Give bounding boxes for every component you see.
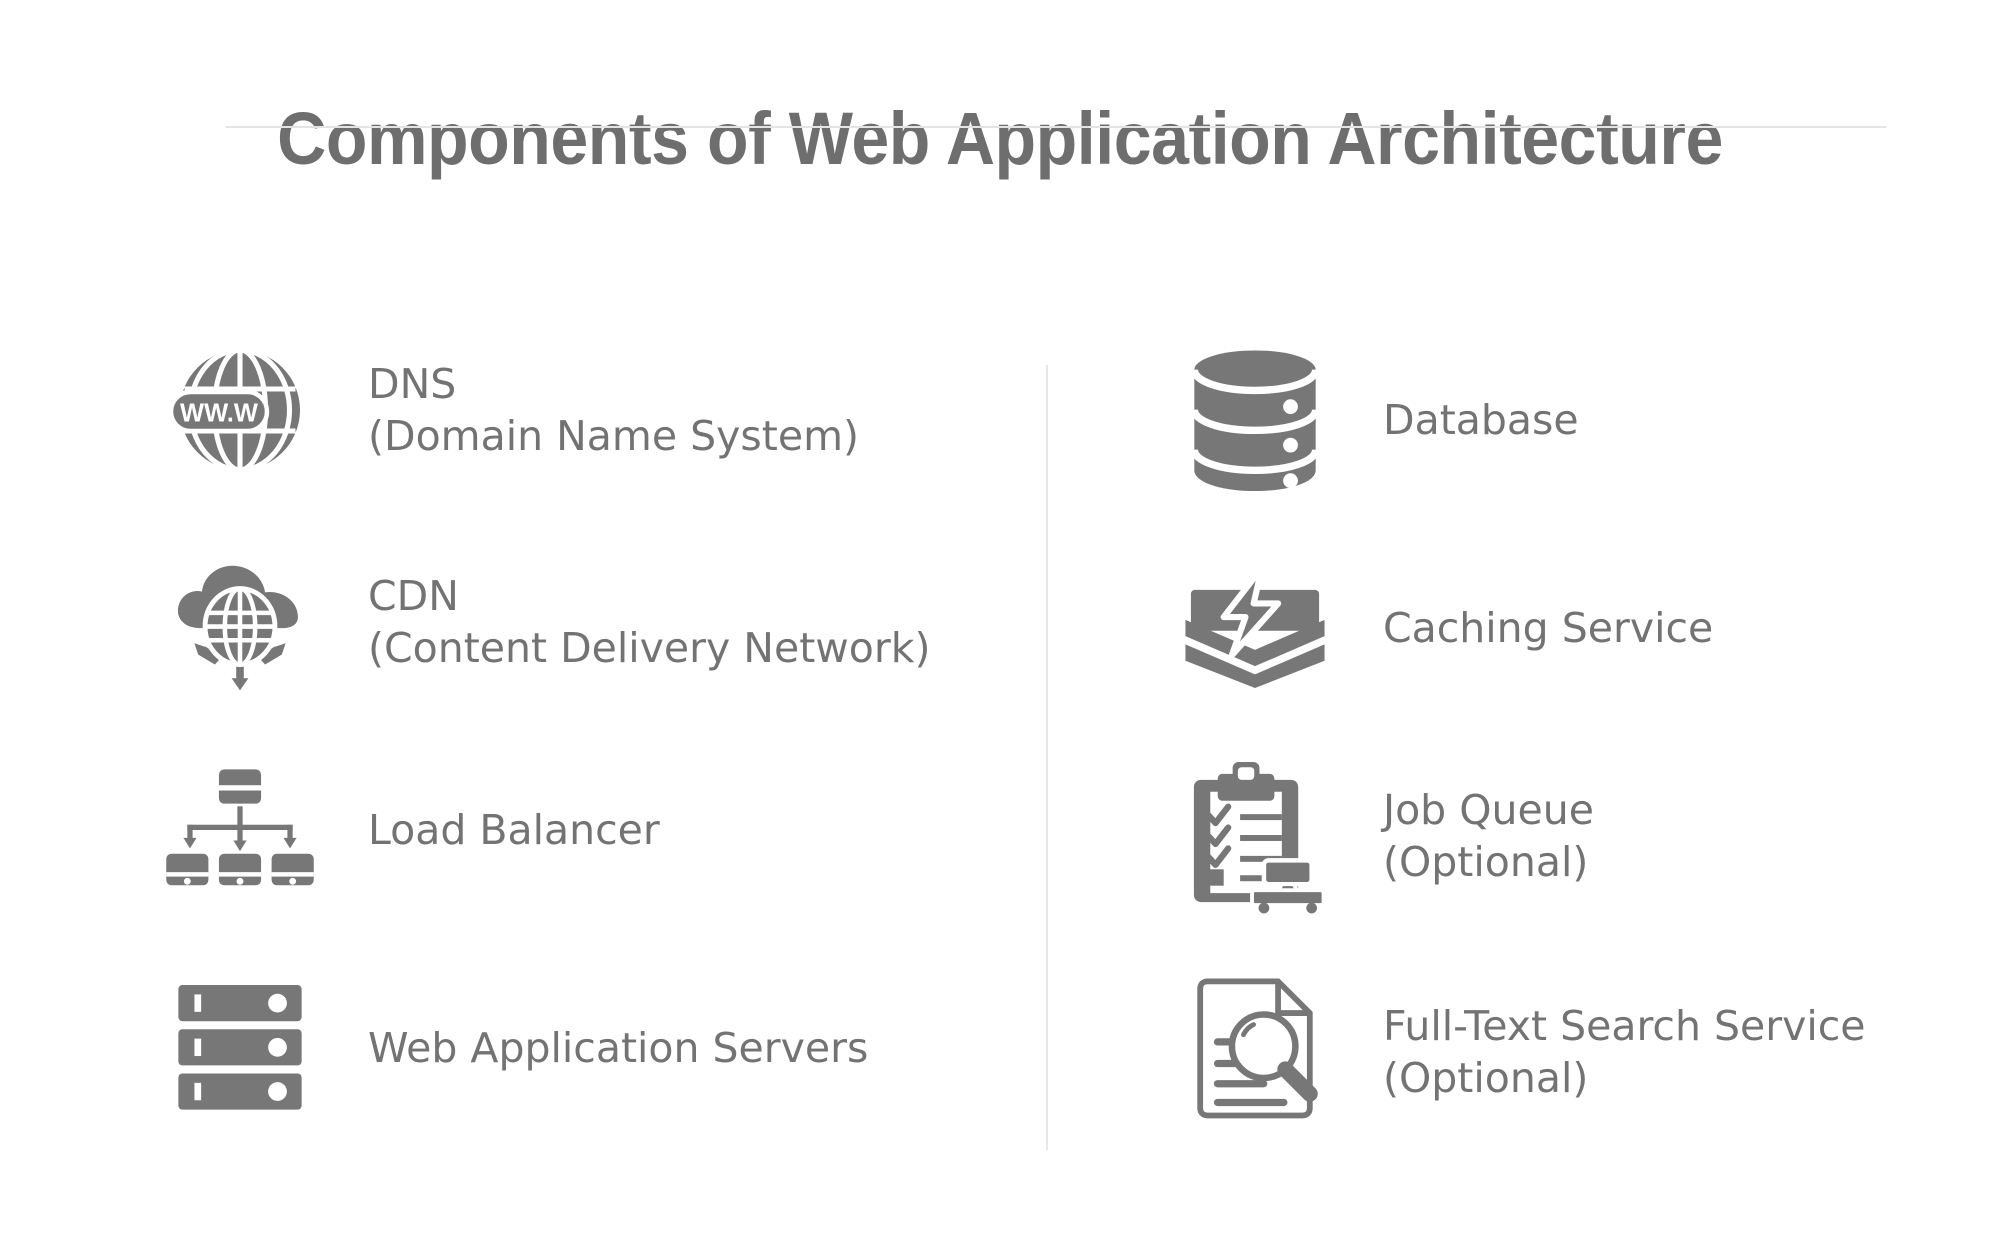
left-column: WW.W DNS (Domain Name System) [0, 320, 1045, 1142]
component-label-dns: DNS (Domain Name System) [340, 358, 859, 463]
component-label-cdn: CDN (Content Delivery Network) [340, 570, 931, 675]
page-title: Components of Web Application Architectu… [277, 97, 1723, 180]
component-label-database: Database [1355, 394, 1579, 446]
component-label-caching-service: Caching Service [1355, 602, 1713, 654]
components-grid: WW.W DNS (Domain Name System) [0, 320, 2000, 1142]
component-item-dns[interactable]: WW.W DNS (Domain Name System) [140, 320, 1045, 500]
component-title: Database [1383, 395, 1579, 444]
globe-www-icon: WW.W [140, 320, 340, 500]
load-balancer-icon [140, 740, 340, 920]
component-item-web-app-servers[interactable]: Web Application Servers [140, 958, 1045, 1138]
component-label-load-balancer: Load Balancer [340, 804, 660, 856]
cloud-globe-cdn-icon [140, 532, 340, 712]
component-title: Full-Text Search Service [1383, 1001, 1866, 1050]
component-item-full-text-search[interactable]: Full-Text Search Service (Optional) [1155, 962, 2000, 1142]
component-item-cdn[interactable]: CDN (Content Delivery Network) [140, 532, 1045, 712]
www-badge-text: WW.W [180, 399, 259, 427]
database-cylinder-icon [1155, 330, 1355, 510]
component-label-web-app-servers: Web Application Servers [340, 1022, 868, 1074]
component-item-job-queue[interactable]: Job Queue (Optional) [1155, 746, 2000, 926]
clipboard-cart-job-queue-icon [1155, 746, 1355, 926]
component-item-database[interactable]: Database [1155, 330, 2000, 510]
component-title: CDN [368, 571, 459, 620]
title-divider-rule [226, 126, 1886, 128]
component-subtitle: (Content Delivery Network) [368, 624, 931, 672]
component-title: Job Queue [1383, 785, 1594, 834]
component-item-load-balancer[interactable]: Load Balancer [140, 740, 1045, 920]
document-magnifier-search-icon [1155, 962, 1355, 1142]
title-block: Components of Web Application Architectu… [0, 100, 2000, 178]
component-title: Caching Service [1383, 603, 1714, 652]
component-subtitle: (Optional) [1383, 838, 1589, 886]
component-subtitle: (Optional) [1383, 1054, 1589, 1102]
component-subtitle: (Domain Name System) [368, 412, 859, 460]
component-title: DNS [368, 359, 457, 408]
right-column: Database [1045, 320, 2000, 1142]
component-title: Web Application Servers [368, 1023, 869, 1072]
column-divider [1046, 365, 1048, 1150]
server-rack-icon [140, 958, 340, 1138]
component-item-caching-service[interactable]: Caching Service [1155, 538, 2000, 718]
component-label-job-queue: Job Queue (Optional) [1355, 784, 1594, 889]
component-title: Load Balancer [368, 805, 660, 854]
component-label-full-text-search: Full-Text Search Service (Optional) [1355, 1000, 1866, 1105]
caching-lightning-layers-icon [1155, 538, 1355, 718]
